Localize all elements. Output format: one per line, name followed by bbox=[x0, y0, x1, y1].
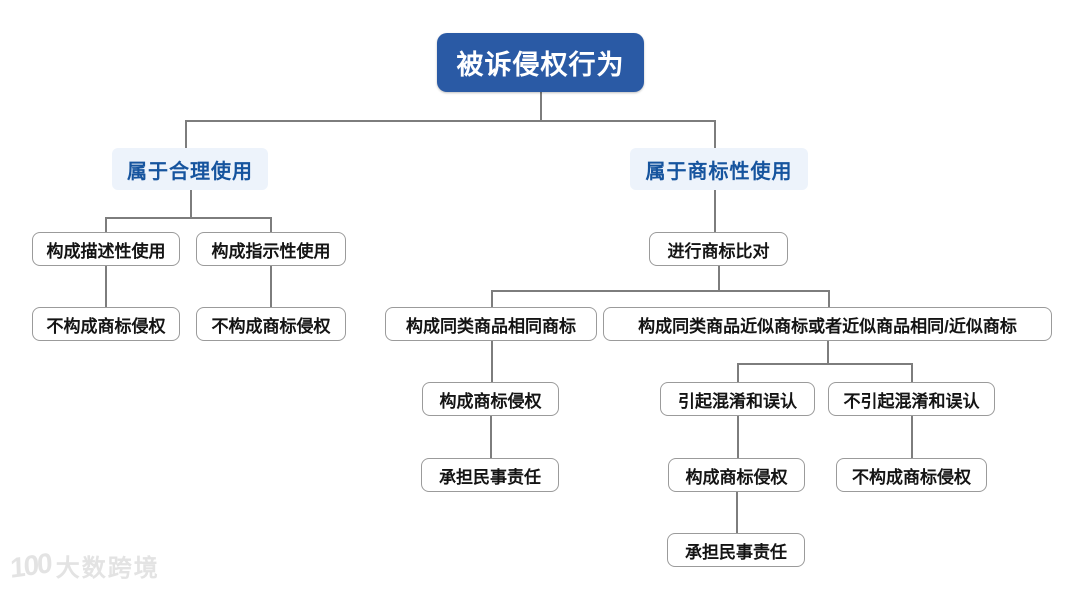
connector-line bbox=[491, 290, 828, 292]
connector-line bbox=[737, 363, 912, 365]
connector-line bbox=[737, 416, 739, 458]
connector-line bbox=[737, 363, 739, 382]
node-confusion: 引起混淆和误认 bbox=[660, 382, 815, 416]
node-descriptive-use: 构成描述性使用 bbox=[32, 232, 180, 266]
node-same-goods-same-mark: 构成同类商品相同商标 bbox=[385, 307, 597, 341]
connector-line bbox=[270, 266, 272, 307]
node-similar-mark: 构成同类商品近似商标或者近似商品相同/近似商标 bbox=[603, 307, 1052, 341]
node-trademark-use: 属于商标性使用 bbox=[630, 148, 808, 190]
connector-line bbox=[491, 341, 493, 382]
node-no-infringement-left-1: 不构成商标侵权 bbox=[32, 307, 180, 341]
connector-line bbox=[190, 190, 192, 217]
connector-line bbox=[736, 492, 738, 533]
node-indicative-use: 构成指示性使用 bbox=[196, 232, 346, 266]
connector-line bbox=[714, 120, 716, 148]
connector-line bbox=[491, 290, 493, 307]
connector-line bbox=[105, 217, 107, 232]
watermark: 100 大数跨境 bbox=[9, 546, 160, 584]
node-no-confusion: 不引起混淆和误认 bbox=[828, 382, 995, 416]
node-no-infringement-right: 不构成商标侵权 bbox=[836, 458, 987, 492]
connector-line bbox=[105, 266, 107, 307]
connector-line bbox=[827, 341, 829, 363]
node-no-infringement-left-2: 不构成商标侵权 bbox=[196, 307, 346, 341]
node-trademark-comparison: 进行商标比对 bbox=[649, 232, 788, 266]
connector-line bbox=[718, 266, 720, 290]
connector-line bbox=[540, 92, 542, 120]
dashu-kuajing-logo-icon: 100 bbox=[9, 546, 52, 584]
node-infringement-mid: 构成商标侵权 bbox=[422, 382, 559, 416]
connector-line bbox=[714, 190, 716, 232]
watermark-text: 大数跨境 bbox=[55, 555, 160, 582]
node-fair-use: 属于合理使用 bbox=[112, 148, 268, 190]
node-accused-infringement: 被诉侵权行为 bbox=[437, 33, 644, 92]
node-civil-liability-mid: 承担民事责任 bbox=[421, 458, 559, 492]
connector-line bbox=[270, 217, 272, 232]
connector-line bbox=[911, 363, 913, 382]
connector-line bbox=[105, 217, 271, 219]
node-infringement-right: 构成商标侵权 bbox=[668, 458, 805, 492]
node-civil-liability-right: 承担民事责任 bbox=[667, 533, 805, 567]
connector-line bbox=[185, 120, 715, 122]
connector-line bbox=[490, 416, 492, 458]
connector-line bbox=[911, 416, 913, 458]
connector-line bbox=[185, 120, 187, 148]
connector-line bbox=[828, 290, 830, 307]
